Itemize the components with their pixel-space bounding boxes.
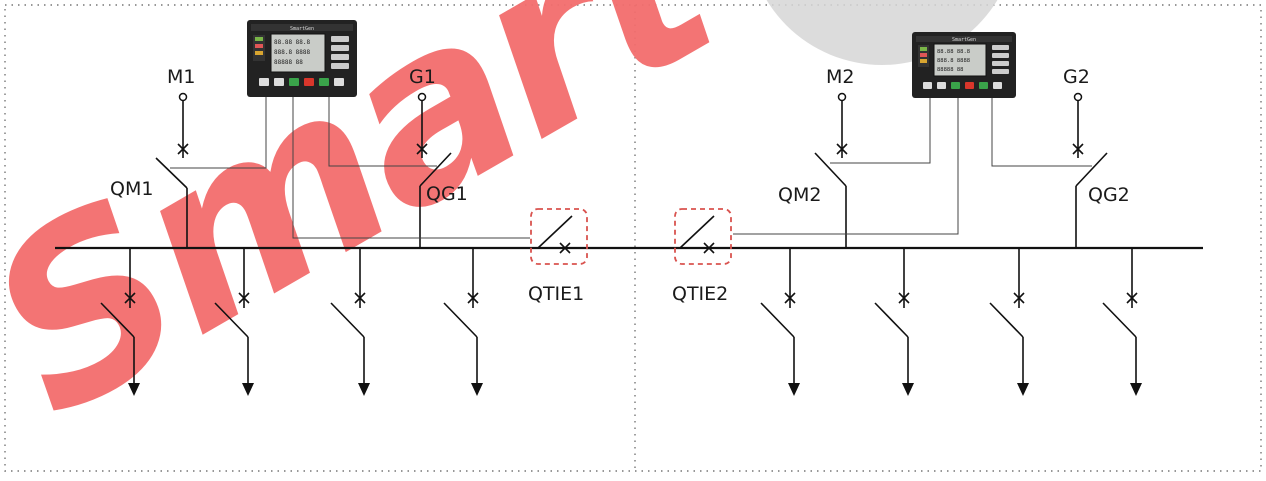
feeder-left-3 xyxy=(330,248,370,396)
feeder-right-2 xyxy=(874,248,914,396)
label-m1: M1 xyxy=(167,66,195,88)
tie-highlight-box-1 xyxy=(530,208,588,265)
label-qtie1: QTIE1 xyxy=(528,283,584,305)
label-m2: M2 xyxy=(826,66,854,88)
feeder-left-4 xyxy=(443,248,483,396)
load-arrow-icon xyxy=(902,383,914,396)
load-arrow-icon xyxy=(1130,383,1142,396)
feeder-left-2 xyxy=(214,248,254,396)
watermark-text: Smart xyxy=(0,0,762,468)
controller-icon: SmartGen 88.88 88.8 888.8 8888 88888 88 xyxy=(247,20,357,97)
label-g1: G1 xyxy=(409,66,436,88)
screen-line-3: 88888 88 xyxy=(274,59,303,66)
left-feeders xyxy=(100,248,483,396)
feeder-right-4 xyxy=(1102,248,1142,396)
label-qm1: QM1 xyxy=(110,178,153,200)
left-control-wiring xyxy=(170,97,530,239)
generator-source-g1 xyxy=(416,92,452,248)
right-feeders xyxy=(760,248,1142,396)
feeder-right-1 xyxy=(760,248,800,396)
left-section: M1 QM1 G1 QG1 QTIE1 xyxy=(100,66,588,396)
dotted-frame xyxy=(4,4,1262,472)
load-arrow-icon xyxy=(128,383,140,396)
tie-breaker-qtie1 xyxy=(530,208,588,265)
generator-source-g2 xyxy=(1072,92,1108,248)
feeder-left-1 xyxy=(100,248,140,396)
label-g2: G2 xyxy=(1063,66,1090,88)
tie-breaker-qtie2 xyxy=(674,208,732,265)
controller-icon: SmartGen 88.88 88.8 888.8 8888 88888 88 xyxy=(912,32,1016,98)
screen-line-1: 88.88 88.8 xyxy=(274,39,311,46)
feeder-right-3 xyxy=(989,248,1029,396)
label-qg1: QG1 xyxy=(426,183,468,205)
mains-source-m1 xyxy=(155,92,189,248)
mains-source-m2 xyxy=(814,92,848,248)
screen-line-2: 888.8 8888 xyxy=(937,58,970,64)
right-section: M2 QM2 G2 QG2 QTIE2 xyxy=(672,66,1142,396)
load-arrow-icon xyxy=(242,383,254,396)
controller-left: SmartGen 88.88 88.8 888.8 8888 88888 88 xyxy=(247,20,357,97)
tie-highlight-box-2 xyxy=(674,208,732,265)
load-arrow-icon xyxy=(471,383,483,396)
controller-brand: SmartGen xyxy=(952,37,976,43)
load-arrow-icon xyxy=(788,383,800,396)
controller-right: SmartGen 88.88 88.8 888.8 8888 88888 88 xyxy=(912,32,1016,98)
screen-line-1: 88.88 88.8 xyxy=(937,49,970,55)
load-arrow-icon xyxy=(358,383,370,396)
label-qtie2: QTIE2 xyxy=(672,283,728,305)
screen-line-2: 888.8 8888 xyxy=(274,49,311,56)
load-arrow-icon xyxy=(1017,383,1029,396)
label-qm2: QM2 xyxy=(778,184,821,206)
right-control-wiring xyxy=(733,97,1092,235)
screen-line-3: 88888 88 xyxy=(937,67,964,73)
label-qg2: QG2 xyxy=(1088,184,1130,206)
controller-brand: SmartGen xyxy=(290,26,314,32)
